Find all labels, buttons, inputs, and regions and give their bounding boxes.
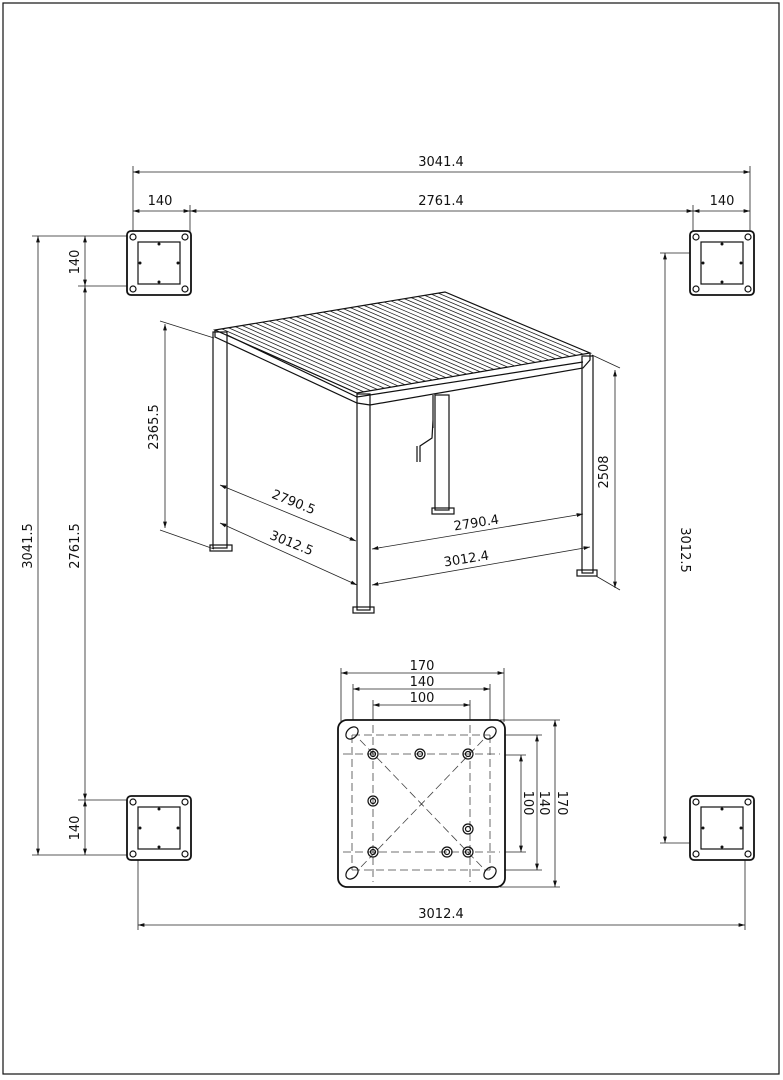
dim-front-inner: 2790.4 (453, 513, 500, 535)
bolt-hole (441, 846, 453, 858)
bolt-hole (462, 748, 474, 760)
roof-louvre (323, 311, 467, 375)
roof-louvre (417, 296, 563, 359)
dim-plate-width-100: 100 (410, 691, 435, 706)
dim-clear-height: 2365.5 (147, 404, 162, 450)
post-middle-back (434, 394, 450, 511)
dim-plate-height-100: 100 (520, 791, 535, 816)
roof-louvre (235, 326, 378, 390)
dim-total-height: 2508 (597, 455, 612, 488)
roof-louvre (370, 303, 515, 367)
roof-louvre (411, 297, 556, 360)
post-right (581, 355, 594, 574)
dim-overall-width: 3041.4 (418, 155, 464, 170)
roof-louvre (296, 316, 440, 380)
dim-inner-depth: 2761.5 (68, 523, 83, 569)
roof-louvre (255, 322, 399, 387)
bolt-hole (367, 846, 379, 858)
roof-louvre (363, 305, 508, 368)
roof-louvre (282, 318, 426, 382)
roof-louvre (241, 325, 385, 389)
right-bottom-dimensions: 3012.5 3012.4 (137, 252, 746, 930)
corner-slot (345, 726, 359, 740)
roof-louvre (248, 324, 392, 388)
roof-louvres (221, 292, 584, 393)
dim-side-inner: 2790.5 (269, 487, 317, 518)
dim-plate-height-140: 140 (536, 791, 551, 816)
roof-louvre (275, 319, 419, 383)
roof-louvre (397, 299, 543, 362)
crank-handle (416, 395, 434, 462)
pergola-view: 2365.5 2508 2790.5 3012.5 2790.4 3012.4 (147, 291, 621, 614)
roof-louvre (377, 302, 522, 366)
bolt-hole (464, 825, 472, 833)
roof-louvre (309, 313, 454, 377)
dim-post-span-right: 3012.5 (677, 527, 692, 573)
left-dimensions: 3041.5 2761.5 140 140 (21, 235, 128, 856)
dim-overall-depth: 3041.5 (21, 523, 36, 569)
roof-louvre (343, 308, 488, 372)
base-plate-bottom-left (126, 795, 192, 861)
top-dimensions: 3041.4 140 2761.4 140 (132, 155, 751, 232)
roof-louvre (316, 312, 460, 376)
bolt-hole (416, 750, 424, 758)
roof-louvre (438, 292, 584, 355)
bolt-hole (369, 848, 377, 856)
roof-louvre (390, 300, 536, 363)
roof-louvre (268, 320, 412, 384)
roof-louvre (329, 310, 474, 374)
base-plate-top-left (126, 230, 192, 296)
dim-post-span-bottom: 3012.4 (418, 907, 464, 922)
dim-plate-top: 140 (68, 250, 83, 275)
bolt-hole (414, 748, 426, 760)
roof-louvre (356, 306, 502, 369)
post-front (356, 393, 371, 611)
roof-louvre (228, 327, 371, 392)
bolt-hole (462, 823, 474, 835)
roof-louvre (262, 321, 406, 386)
corner-slot (483, 726, 497, 740)
dim-side-outer: 3012.5 (267, 528, 315, 559)
base-plate-detail: 170 140 100 170 140 100 (337, 659, 569, 888)
bolt-hole (464, 750, 472, 758)
bolt-hole (443, 848, 451, 856)
dim-inner-width: 2761.4 (418, 194, 464, 209)
base-plate-bottom-right (689, 795, 755, 861)
plate-holes (345, 726, 497, 880)
bolt-hole (464, 848, 472, 856)
post-back-left (212, 331, 228, 549)
roof-louvre (404, 298, 550, 361)
dim-plate-right: 140 (710, 194, 735, 209)
bolt-hole (369, 797, 377, 805)
dim-front-outer: 3012.4 (443, 549, 490, 571)
roof-louvre (302, 315, 447, 379)
dim-plate-bottom: 140 (68, 816, 83, 841)
bolt-hole (369, 750, 377, 758)
roof-louvre (350, 307, 495, 370)
dim-plate-height-170: 170 (554, 791, 569, 816)
corner-slot (483, 866, 497, 880)
corner-slot (345, 866, 359, 880)
roof-louvre (336, 309, 481, 373)
roof-louvre (289, 317, 433, 381)
dim-plate-width-170: 170 (410, 659, 435, 674)
bolt-hole (367, 748, 379, 760)
bolt-hole (367, 795, 379, 807)
roof-louvre (221, 328, 365, 393)
dim-plate-left: 140 (148, 194, 173, 209)
roof-louvre (424, 294, 570, 357)
base-plate-top-right (689, 230, 755, 296)
bolt-hole (462, 846, 474, 858)
roof-louvre (431, 293, 577, 356)
dim-plate-width-140: 140 (410, 675, 435, 690)
roof-louvre (383, 301, 529, 364)
